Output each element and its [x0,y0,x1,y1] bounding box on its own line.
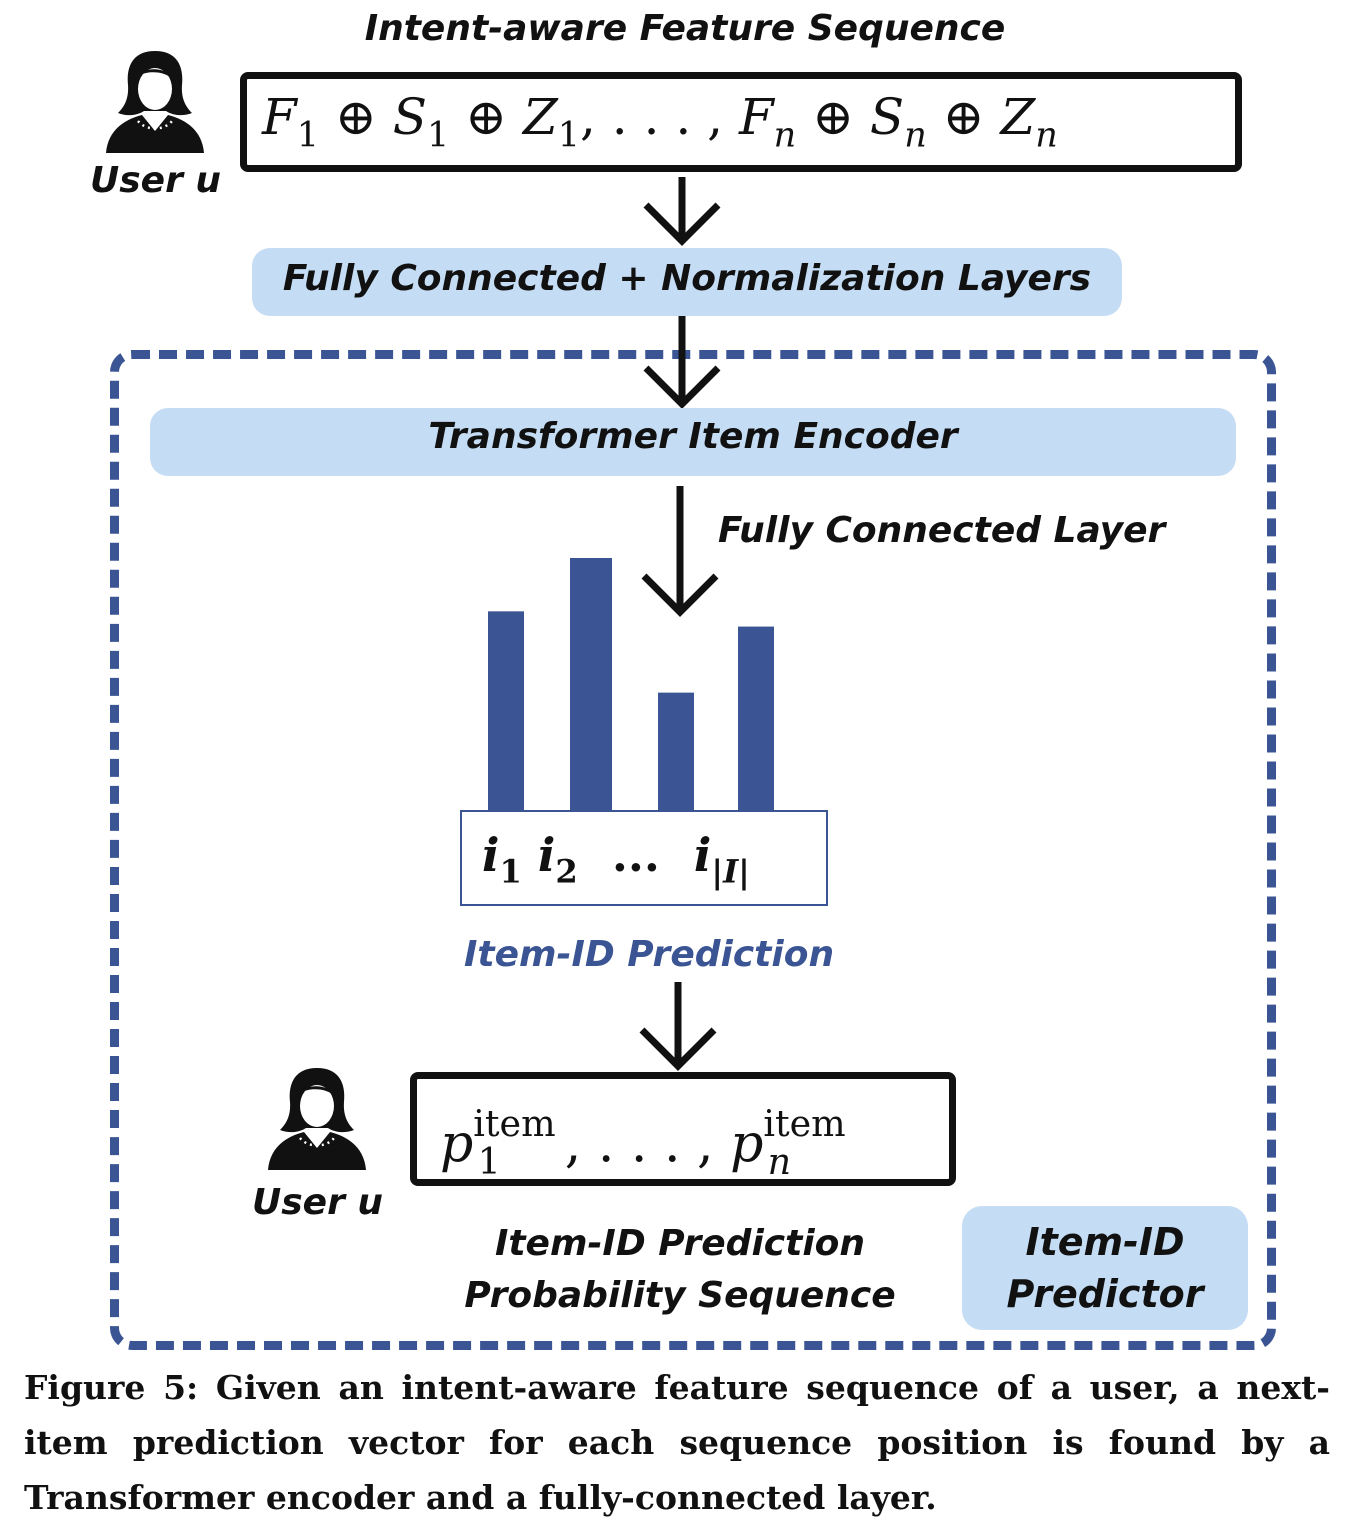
item-id-predictor-badge [962,1206,1248,1330]
item-id-predictor-module [110,350,1276,1350]
item-2: i2 [537,828,578,891]
item-id-predictor-line2: Predictor [1006,1272,1204,1316]
output-sequence-formula: pitem1, . . . , pitemn [440,1102,846,1184]
figure-caption: Figure 5: Given an intent-aware feature … [24,1368,1330,1517]
down-arrow-icon [643,177,721,246]
bar-4 [738,626,774,812]
fc-normalization-label: Fully Connected + Normalization Layers [282,258,1092,299]
item-last: i|I| [693,828,750,891]
item-id-list: i1 i2 ... i|I| [482,828,750,890]
user-icon [268,1068,366,1170]
bar-3 [658,692,694,812]
prediction-bars [488,558,774,812]
down-arrow-icon [641,486,719,617]
output-sequence-box [410,1072,956,1186]
transformer-label: Transformer Item Encoder [428,416,958,457]
bar-2 [570,558,612,812]
item-id-predictor-line1: Item-ID [1025,1220,1185,1264]
output-label-line2: Probability Sequence [464,1275,896,1316]
user-label: User u [90,160,221,201]
item-id-predictor-label: Item-ID Predictor [962,1216,1248,1320]
user-label: User u [252,1182,383,1223]
item-id-prediction-label: Item-ID Prediction [464,934,835,975]
down-arrow-icon [643,316,721,408]
fc-normalization-layers [252,248,1122,316]
input-sequence-formula: F1 ⊕ S1 ⊕ Z1, . . . , Fn ⊕ Sn ⊕ Zn [262,88,1058,156]
user-icon [106,51,204,153]
transformer-item-encoder [150,408,1236,476]
down-arrow-icon [639,982,717,1071]
item-id-box [460,810,828,906]
output-label-line1: Item-ID Prediction [494,1223,866,1264]
bar-1 [488,611,524,812]
diagram-title: Intent-aware Feature Sequence [364,8,1006,49]
item-1: i1 [482,828,522,891]
output-label: Item-ID Prediction Probability Sequence [420,1218,940,1322]
item-ellipsis: ... [611,828,660,882]
input-sequence-box [240,72,1242,172]
fc-layer-label: Fully Connected Layer [718,510,1166,551]
